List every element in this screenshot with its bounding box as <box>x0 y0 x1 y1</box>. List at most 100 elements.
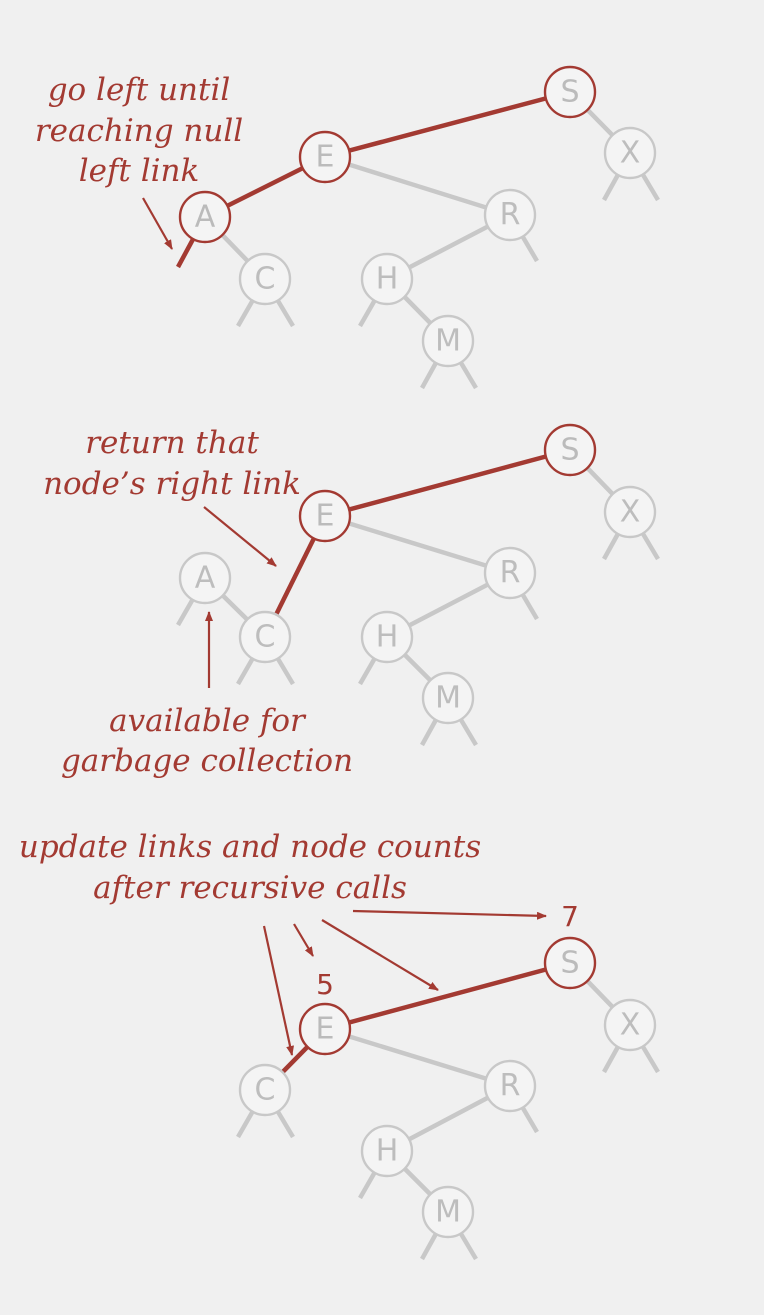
node-R: R <box>483 546 537 600</box>
node-circle <box>483 188 537 242</box>
node-key: S <box>560 946 579 981</box>
node-key: R <box>500 198 521 233</box>
node-circle <box>238 610 292 664</box>
node-M: M <box>421 671 475 725</box>
panel-update-counts: S X E R C H M 7 5 update links and nod <box>19 829 660 1261</box>
node-C: C <box>238 610 292 664</box>
node-key: X <box>620 1008 641 1043</box>
node-H: H <box>360 1124 414 1178</box>
node-key: C <box>255 620 276 655</box>
node-C: C <box>238 252 292 306</box>
node-circle <box>298 489 352 543</box>
link-E-R <box>324 513 511 576</box>
arrow-to-count-E <box>293 923 314 957</box>
node-key: S <box>560 75 579 110</box>
arrow-to-link-S-E <box>321 919 439 991</box>
node-key: A <box>195 200 216 235</box>
node-key: R <box>500 1069 521 1104</box>
link-S-E <box>324 89 571 160</box>
node-circle <box>298 130 352 184</box>
caption-return-link: return that node’s right link <box>43 425 301 502</box>
node-circle <box>238 252 292 306</box>
node-key: A <box>195 561 216 596</box>
node-key: H <box>376 262 399 297</box>
node-X: X <box>603 126 657 180</box>
node-A: A <box>178 190 232 244</box>
panel-go-left: S X E R A C H M go <box>35 65 660 390</box>
node-circle <box>483 1059 537 1113</box>
node-key: E <box>316 1012 335 1047</box>
node-circle <box>421 314 475 368</box>
node-circle <box>178 551 232 605</box>
node-circle <box>421 671 475 725</box>
node-circle <box>298 1002 352 1056</box>
count-label-E: 5 <box>316 968 334 1001</box>
node-circle <box>360 610 414 664</box>
node-S: S <box>543 65 597 119</box>
node-circle <box>360 252 414 306</box>
node-circle <box>178 190 232 244</box>
node-M: M <box>421 314 475 368</box>
node-key: E <box>316 140 335 175</box>
node-key: E <box>316 499 335 534</box>
count-label-S: 7 <box>561 900 579 933</box>
caption-line: reaching null <box>35 113 243 149</box>
node-key: M <box>435 1195 461 1230</box>
arrow-to-count-S <box>352 909 547 920</box>
node-circle <box>238 1063 292 1117</box>
arrow-to-link-E-C <box>262 925 294 1056</box>
node-circle <box>543 936 597 990</box>
caption-line: after recursive calls <box>93 870 407 906</box>
node-E: E <box>298 130 352 184</box>
caption-line: available for <box>109 703 307 739</box>
node-circle <box>543 423 597 477</box>
node-key: M <box>435 681 461 716</box>
node-E: E <box>298 489 352 543</box>
node-circle <box>603 126 657 180</box>
node-R: R <box>483 1059 537 1113</box>
node-key: X <box>620 495 641 530</box>
link-S-E <box>324 960 571 1032</box>
node-circle <box>360 1124 414 1178</box>
node-S: S <box>543 423 597 477</box>
node-M: M <box>421 1185 475 1239</box>
node-A: A <box>178 551 232 605</box>
node-circle <box>483 546 537 600</box>
update-arrows <box>262 909 547 1056</box>
caption-line: node’s right link <box>43 466 301 502</box>
node-key: M <box>435 324 461 359</box>
node-key: H <box>376 1134 399 1169</box>
node-R: R <box>483 188 537 242</box>
link-E-R <box>324 1026 511 1089</box>
node-X: X <box>603 485 657 539</box>
node-key: H <box>376 620 399 655</box>
node-X: X <box>603 998 657 1052</box>
caption-go-left: go left until reaching null left link <box>35 72 243 189</box>
node-S: S <box>543 936 597 990</box>
caption-line: left link <box>79 153 200 189</box>
link-S-E <box>324 447 571 519</box>
panel-return-right-link: S X E R A C H M return <box>43 423 660 779</box>
node-key: C <box>255 1073 276 1108</box>
caption-line: garbage collection <box>61 743 353 779</box>
node-key: X <box>620 136 641 171</box>
caption-line: go left until <box>48 72 231 108</box>
arrow-to-right-link <box>203 506 277 567</box>
link-E-R <box>324 154 511 218</box>
node-key: S <box>560 433 579 468</box>
arrow-to-null-link <box>142 197 173 250</box>
node-H: H <box>360 252 414 306</box>
node-circle <box>603 485 657 539</box>
node-key: R <box>500 556 521 591</box>
node-E: E <box>298 1002 352 1056</box>
node-C: C <box>238 1063 292 1117</box>
caption-update: update links and node counts after recur… <box>19 829 481 906</box>
caption-garbage: available for garbage collection <box>61 703 353 779</box>
node-circle <box>543 65 597 119</box>
caption-line: update links and node counts <box>19 829 481 865</box>
node-circle <box>421 1185 475 1239</box>
node-H: H <box>360 610 414 664</box>
node-circle <box>603 998 657 1052</box>
caption-line: return that <box>85 425 259 461</box>
